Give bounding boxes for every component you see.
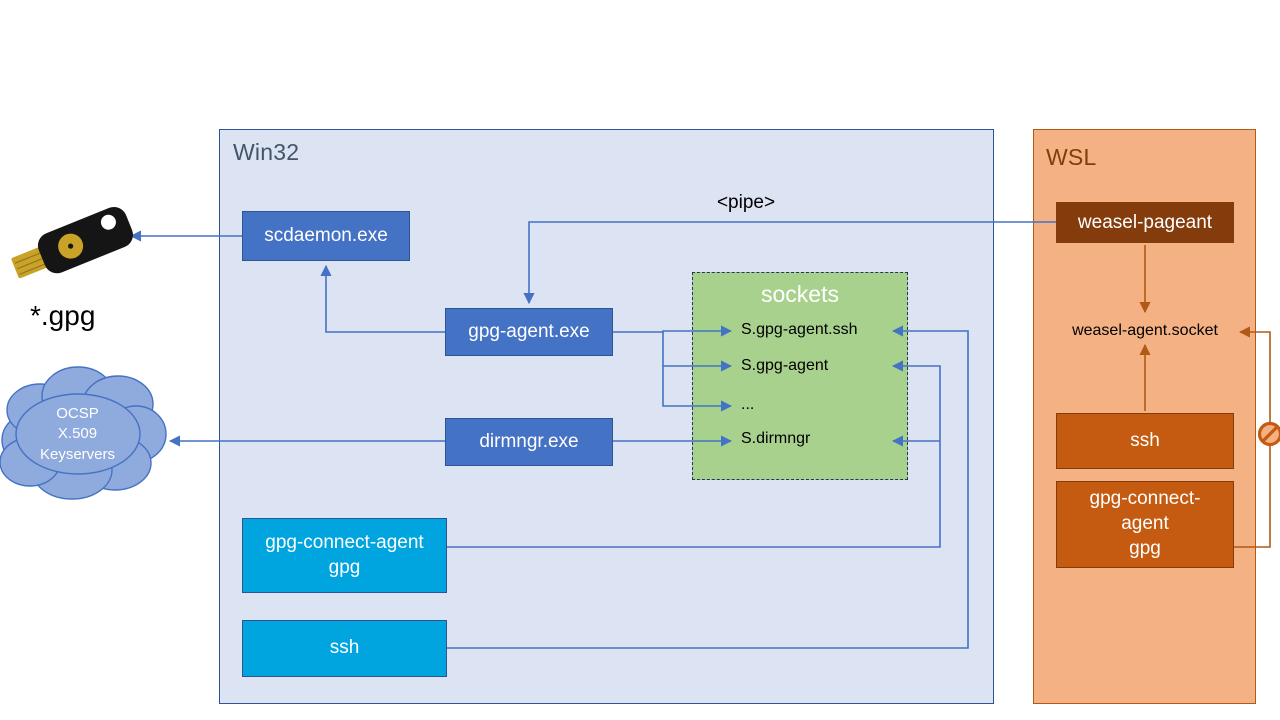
socket-entry-ellipsis: ... xyxy=(741,396,755,413)
process-ssh-win32-label: ssh xyxy=(329,637,360,659)
cloud-line-keyservers: Keyservers xyxy=(39,445,116,463)
edge-gpgconnect-win-to-socket-agent xyxy=(447,360,941,548)
weasel-agent-socket-label: weasel-agent.socket xyxy=(1072,322,1218,339)
keyserver-cloud-label: OCSP X.509 Keyservers xyxy=(0,404,155,465)
gpg-connect-agent-wsl-line1: gpg-connect- xyxy=(1089,488,1201,510)
process-gpg-connect-agent-wsl[interactable]: gpg-connect- agent gpg xyxy=(1056,481,1234,568)
process-scdaemon-label: scdaemon.exe xyxy=(264,225,388,247)
process-gpg-connect-agent-win32[interactable]: gpg-connect-agent gpg xyxy=(242,518,447,593)
socket-entry-gpg-agent: S.gpg-agent xyxy=(741,357,829,374)
edge-gpgagent-to-socket-other xyxy=(662,366,733,412)
edge-ssh-win-to-socket-ssh xyxy=(447,325,969,649)
process-dirmngr-label: dirmngr.exe xyxy=(479,431,579,453)
gpg-connect-agent-win32-line1: gpg-connect-agent xyxy=(265,531,424,553)
process-gpg-agent-label: gpg-agent.exe xyxy=(468,321,590,343)
process-weasel-pageant[interactable]: weasel-pageant xyxy=(1056,202,1234,243)
panel-win32-title: Win32 xyxy=(233,139,300,165)
process-weasel-pageant-label: weasel-pageant xyxy=(1077,211,1213,233)
process-scdaemon[interactable]: scdaemon.exe xyxy=(242,211,410,261)
pipe-connection-label: <pipe> xyxy=(716,192,776,213)
gpg-connect-agent-win32-line2: gpg xyxy=(328,556,361,578)
process-gpg-agent[interactable]: gpg-agent.exe xyxy=(445,308,613,356)
process-dirmngr[interactable]: dirmngr.exe xyxy=(445,418,613,466)
edge-gpgagent-to-socket-ssh xyxy=(613,325,733,337)
gpg-connect-agent-wsl-line2: agent xyxy=(1121,513,1169,535)
cloud-line-x509: X.509 xyxy=(57,425,98,443)
socket-entry-dirmngr: S.dirmngr xyxy=(741,430,811,447)
edge-pipe-weasel-to-gpgagent xyxy=(523,221,1056,305)
socket-entry-gpg-agent-ssh: S.gpg-agent.ssh xyxy=(741,321,858,338)
process-ssh-win32[interactable]: ssh xyxy=(242,620,447,677)
sockets-group-title: sockets xyxy=(761,281,839,307)
gpg-file-caption: *.gpg xyxy=(30,300,96,331)
process-ssh-wsl[interactable]: ssh xyxy=(1056,413,1234,469)
panel-wsl-title: WSL xyxy=(1046,144,1097,170)
gpg-connect-agent-wsl-line3: gpg xyxy=(1129,537,1161,559)
cloud-line-ocsp: OCSP xyxy=(56,405,99,422)
edge-gpgagent-to-scdaemon xyxy=(320,264,445,333)
process-ssh-wsl-label: ssh xyxy=(1130,429,1160,451)
prohibition-sign-icon xyxy=(1257,421,1280,447)
